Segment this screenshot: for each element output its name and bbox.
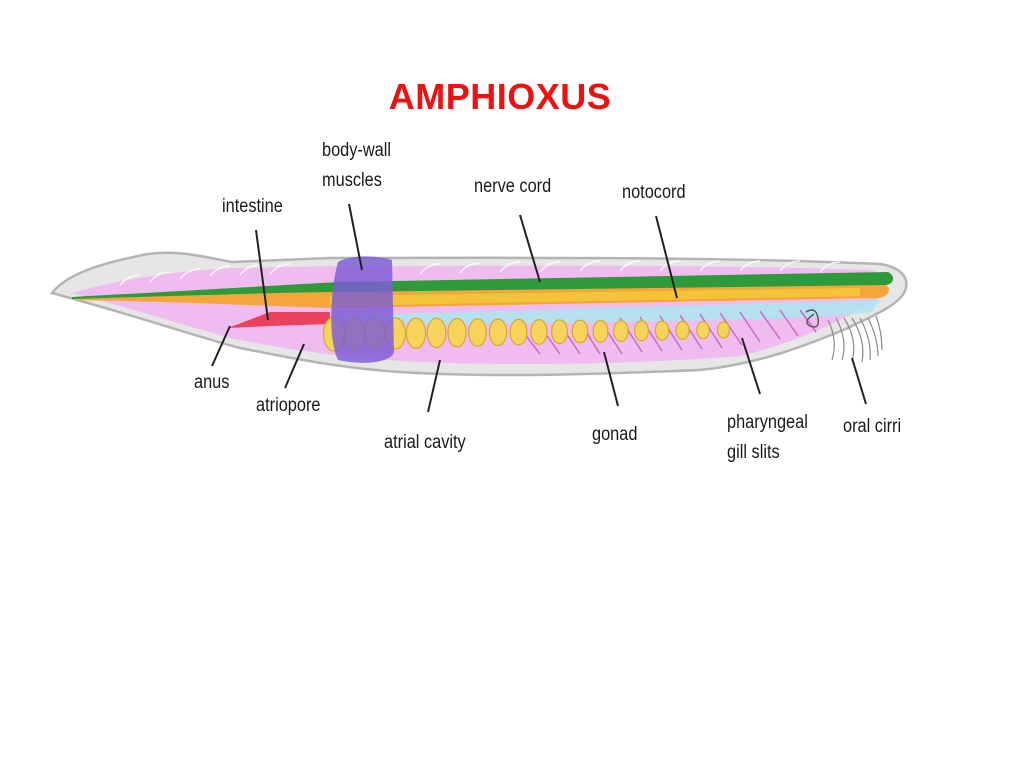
- label-oral-cirri: oral cirri: [843, 416, 902, 437]
- gonad-segment: [696, 321, 710, 340]
- label-gill-slits: gill slits: [727, 442, 780, 463]
- gonad-segment: [530, 319, 548, 345]
- fin-rays: [119, 260, 841, 286]
- label-atrial-cavity: atrial cavity: [384, 432, 466, 453]
- leader-atriopore: [284, 343, 305, 389]
- page-title: AMPHIOXUS: [388, 76, 612, 117]
- gonad-segment: [716, 321, 731, 339]
- leader-atrial-cavity: [427, 359, 441, 413]
- label-intestine: intestine: [222, 196, 283, 217]
- atrium-band: [330, 300, 880, 324]
- gonad-segment: [509, 318, 528, 346]
- leader-intestine: [255, 229, 269, 321]
- gonad-segment: [468, 318, 487, 347]
- notocord-highlight: [330, 288, 860, 306]
- velum-coil: [805, 309, 820, 328]
- gonad-segment: [675, 320, 690, 340]
- gonad-segment: [633, 320, 649, 342]
- gonad-segment: [613, 320, 629, 343]
- intestine: [228, 312, 330, 328]
- body-wall-muscle-band: [331, 256, 394, 363]
- leader-notocord: [655, 215, 678, 299]
- gonad-segment: [571, 319, 589, 344]
- gonad-segment: [447, 317, 467, 348]
- leader-gonad: [603, 351, 619, 407]
- gonad-segment: [654, 320, 670, 341]
- label-notocord: notocord: [622, 182, 686, 203]
- label-pharyngeal: pharyngeal: [727, 412, 808, 433]
- gonad-segment: [488, 318, 508, 347]
- leader-nerve-cord: [519, 214, 541, 283]
- gonad-segment: [592, 319, 609, 343]
- label-body-wall: body-wall: [322, 140, 392, 161]
- leader-anus: [211, 325, 231, 367]
- leader-oral-cirri: [851, 357, 867, 405]
- leader-gill-slits: [741, 337, 761, 395]
- label-nerve-cord: nerve cord: [474, 176, 552, 197]
- label-muscles: muscles: [322, 170, 382, 191]
- gonad-segment: [426, 317, 447, 349]
- leader-lines: [211, 203, 867, 413]
- label-anus: anus: [194, 372, 230, 393]
- nerve-cord: [72, 272, 894, 299]
- gonad-segment: [550, 319, 568, 345]
- leader-body-wall-muscles: [348, 203, 363, 271]
- label-atriopore: atriopore: [256, 395, 321, 416]
- gonad-segment: [405, 317, 427, 349]
- label-gonad: gonad: [592, 424, 638, 445]
